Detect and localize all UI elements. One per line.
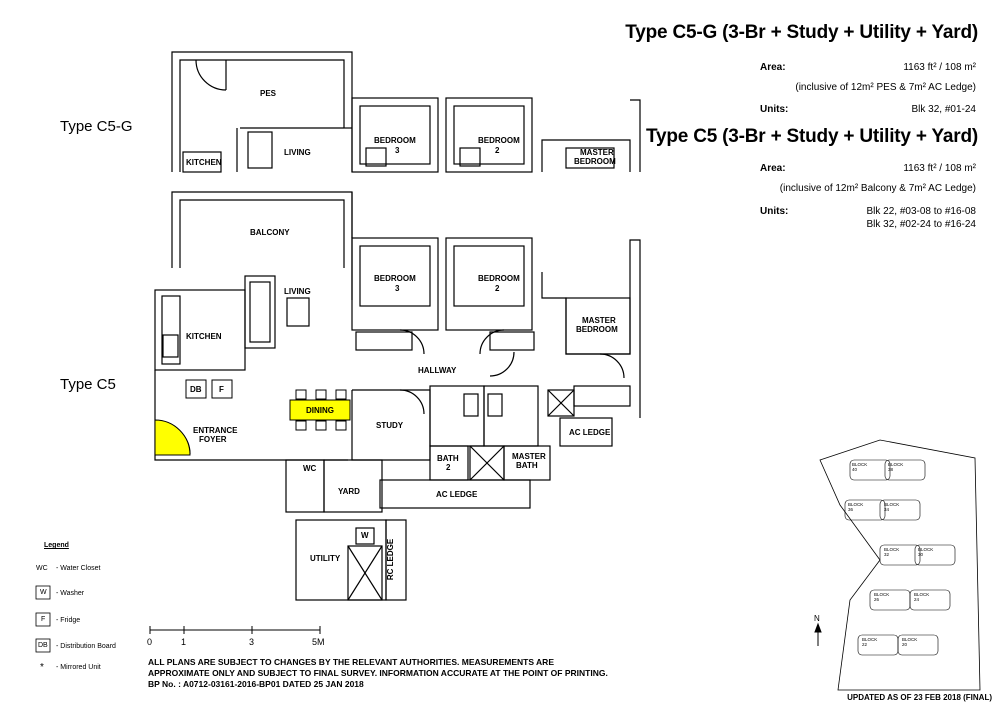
c5g-area-note: (inclusive of 12m² PES & 7m² AC Ledge) — [795, 82, 976, 93]
c5g-room-bedroom2: BEDROOM — [478, 136, 520, 145]
c5-room-dining: DINING — [306, 406, 334, 415]
north-label: N — [814, 614, 820, 623]
c5g-units-label: Units: — [760, 104, 789, 115]
entrance-door — [154, 419, 191, 456]
c5-room-study: STUDY — [376, 421, 404, 430]
c5-room-w: W — [361, 531, 369, 540]
updated-date: UPDATED AS OF 23 FEB 2018 (FINAL) — [847, 693, 992, 702]
dining-table — [289, 399, 351, 421]
c5-plan-walls — [154, 191, 641, 601]
c5g-room-bedroom2-num: 2 — [495, 146, 500, 155]
scale-tick-1: 1 — [181, 637, 187, 647]
legend-val-w: - Washer — [56, 590, 85, 597]
c5-room-master: MASTER — [582, 316, 616, 325]
c5-room-ac-ledge-1: AC LEDGE — [569, 428, 611, 437]
c5-units-value-2: Blk 32, #02-24 to #16-24 — [866, 219, 976, 230]
c5g-room-kitchen: KITCHEN — [186, 158, 222, 167]
legend-val-wc: - Water Closet — [56, 565, 101, 572]
c5-room-hallway: HALLWAY — [418, 366, 457, 375]
c5-area-label: Area: — [760, 163, 786, 174]
c5-room-bedroom2: BEDROOM — [478, 274, 520, 283]
legend-val-f: - Fridge — [56, 617, 81, 624]
c5-room-kitchen: KITCHEN — [186, 332, 222, 341]
c5-room-bath2: BATH — [437, 454, 459, 463]
legend-key-db: DB — [38, 642, 48, 649]
c5-title: Type C5 (3-Br + Study + Utility + Yard) — [645, 126, 978, 147]
north-arrow — [814, 622, 822, 646]
c5-room-utility: UTILITY — [310, 554, 341, 563]
legend-val-mirrored: - Mirrored Unit — [56, 664, 101, 671]
c5-room-master-bath: MASTER — [512, 452, 546, 461]
c5-room-yard: YARD — [338, 487, 360, 496]
c5g-room-master2: BEDROOM — [574, 157, 616, 166]
c5-room-wc: WC — [303, 464, 317, 473]
c5-room-db: DB — [190, 385, 202, 394]
c5g-room-master: MASTER — [580, 148, 614, 157]
c5-area-note: (inclusive of 12m² Balcony & 7m² AC Ledg… — [779, 183, 976, 194]
c5-room-ac-ledge-2: AC LEDGE — [436, 490, 478, 499]
legend-key-w: W — [40, 589, 47, 596]
scale-tick-3: 3 — [249, 637, 255, 647]
scale-tick-5: 5M — [312, 637, 325, 647]
legend-key-f: F — [41, 616, 46, 623]
c5-area-value: 1163 ft² / 108 m² — [903, 163, 976, 174]
scale-tick-0: 0 — [147, 637, 153, 647]
c5-room-master-bath2: BATH — [516, 461, 538, 470]
c5g-plan-walls — [171, 51, 641, 173]
scale-bar — [149, 626, 321, 634]
c5-room-master2: BEDROOM — [576, 325, 618, 334]
c5g-area-value: 1163 ft² / 108 m² — [903, 62, 976, 73]
c5-units-label: Units: — [760, 206, 789, 217]
c5g-room-bedroom3: BEDROOM — [374, 136, 416, 145]
c5g-units-value: Blk 32, #01-24 — [911, 104, 977, 115]
legend-key-mirrored: * — [40, 662, 44, 673]
c5-room-bedroom3-num: 3 — [395, 284, 400, 293]
key-plan — [819, 439, 981, 691]
legend-val-db: - Distribution Board — [56, 643, 116, 650]
c5g-title: Type C5-G (3-Br + Study + Utility + Yard… — [625, 22, 978, 43]
c5-room-balcony: BALCONY — [250, 228, 290, 237]
c5-room-living: LIVING — [284, 287, 311, 296]
c5-room-bedroom2-num: 2 — [495, 284, 500, 293]
c5g-room-bedroom3-num: 3 — [395, 146, 400, 155]
c5-room-bedroom3: BEDROOM — [374, 274, 416, 283]
c5-units-value-1: Blk 22, #03-08 to #16-08 — [866, 206, 976, 217]
legend-title: Legend — [44, 542, 69, 549]
disclaimer-line-3: BP No. : A0712-03161-2016-BP01 DATED 25 … — [148, 679, 364, 689]
c5-room-entrance2: FOYER — [199, 435, 227, 444]
c5-room-entrance: ENTRANCE — [193, 426, 238, 435]
c5g-room-pes: PES — [260, 89, 277, 98]
c5g-area-label: Area: — [760, 62, 786, 73]
legend-key-wc: WC — [36, 565, 48, 572]
c5-room-f: F — [219, 385, 224, 394]
c5-room-bath2-num: 2 — [446, 463, 451, 472]
disclaimer-line-2: APPROXIMATE ONLY AND SUBJECT TO FINAL SU… — [148, 668, 608, 678]
c5-room-rc-ledge: RC LEDGE — [386, 538, 396, 581]
disclaimer-line-1: ALL PLANS ARE SUBJECT TO CHANGES BY THE … — [148, 657, 554, 667]
c5-plan-label: Type C5 — [60, 376, 116, 393]
c5g-room-living: LIVING — [284, 148, 311, 157]
c5g-plan-label: Type C5-G — [60, 118, 133, 135]
